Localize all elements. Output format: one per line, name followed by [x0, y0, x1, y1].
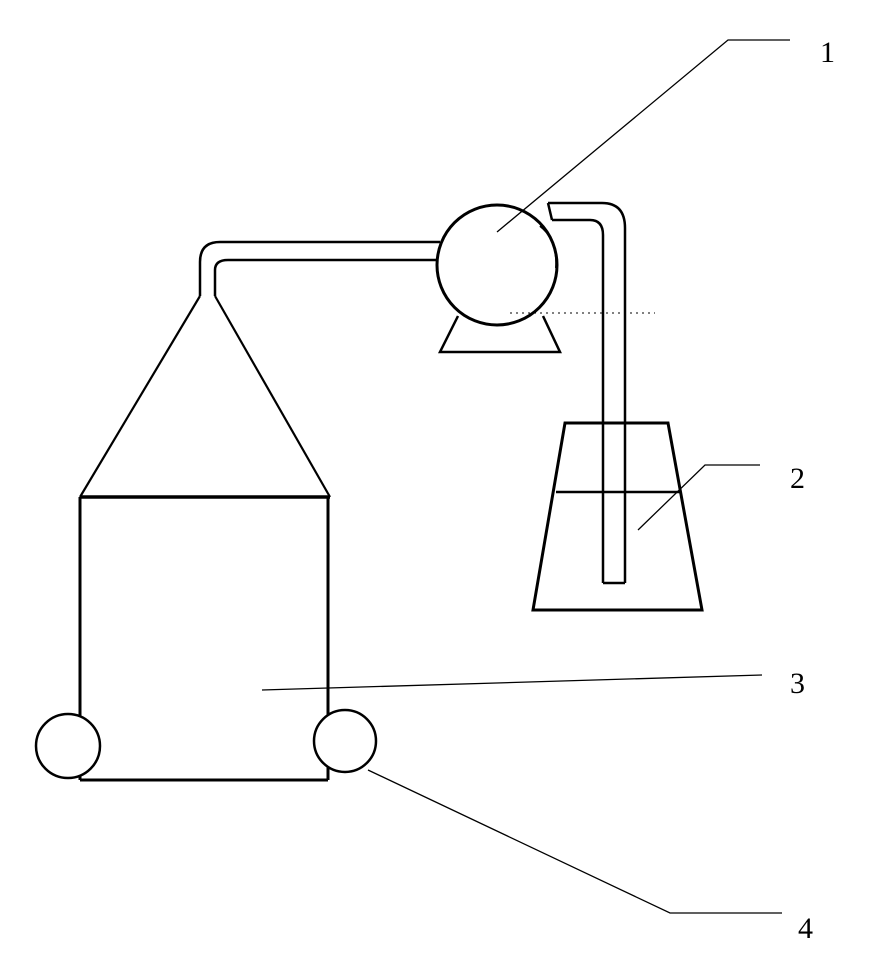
collection-flask: [531, 421, 704, 612]
leader-line-1: [496, 39, 790, 233]
outlet-pipe: [546, 201, 627, 585]
duct-outer-wall: [198, 240, 440, 296]
pipe-inner-wall: [552, 218, 605, 583]
leader-lines: [261, 39, 790, 914]
duct-inner-wall: [213, 258, 438, 296]
pump: [435, 203, 562, 354]
pump-outlet-curve: [539, 225, 558, 269]
hood-right-edge: [214, 295, 331, 498]
pipe-outer-wall: [548, 201, 627, 583]
leader-line-4: [367, 769, 782, 914]
collection-hood: [79, 295, 331, 499]
wheel-right: [312, 708, 378, 774]
pump-base: [437, 315, 562, 354]
cabinet: [78, 497, 330, 782]
hood-left-edge: [79, 295, 201, 498]
label-4: 4: [798, 912, 813, 945]
label-2: 2: [790, 462, 805, 495]
pump-housing: [435, 203, 559, 327]
label-3: 3: [790, 667, 805, 700]
leader-line-3: [261, 674, 763, 691]
pipe-joint: [546, 202, 554, 221]
wheel-left: [34, 712, 102, 780]
leader-line-2: [637, 464, 760, 531]
flask-body: [531, 421, 704, 612]
label-1: 1: [820, 36, 835, 69]
intake-duct: [198, 240, 440, 296]
